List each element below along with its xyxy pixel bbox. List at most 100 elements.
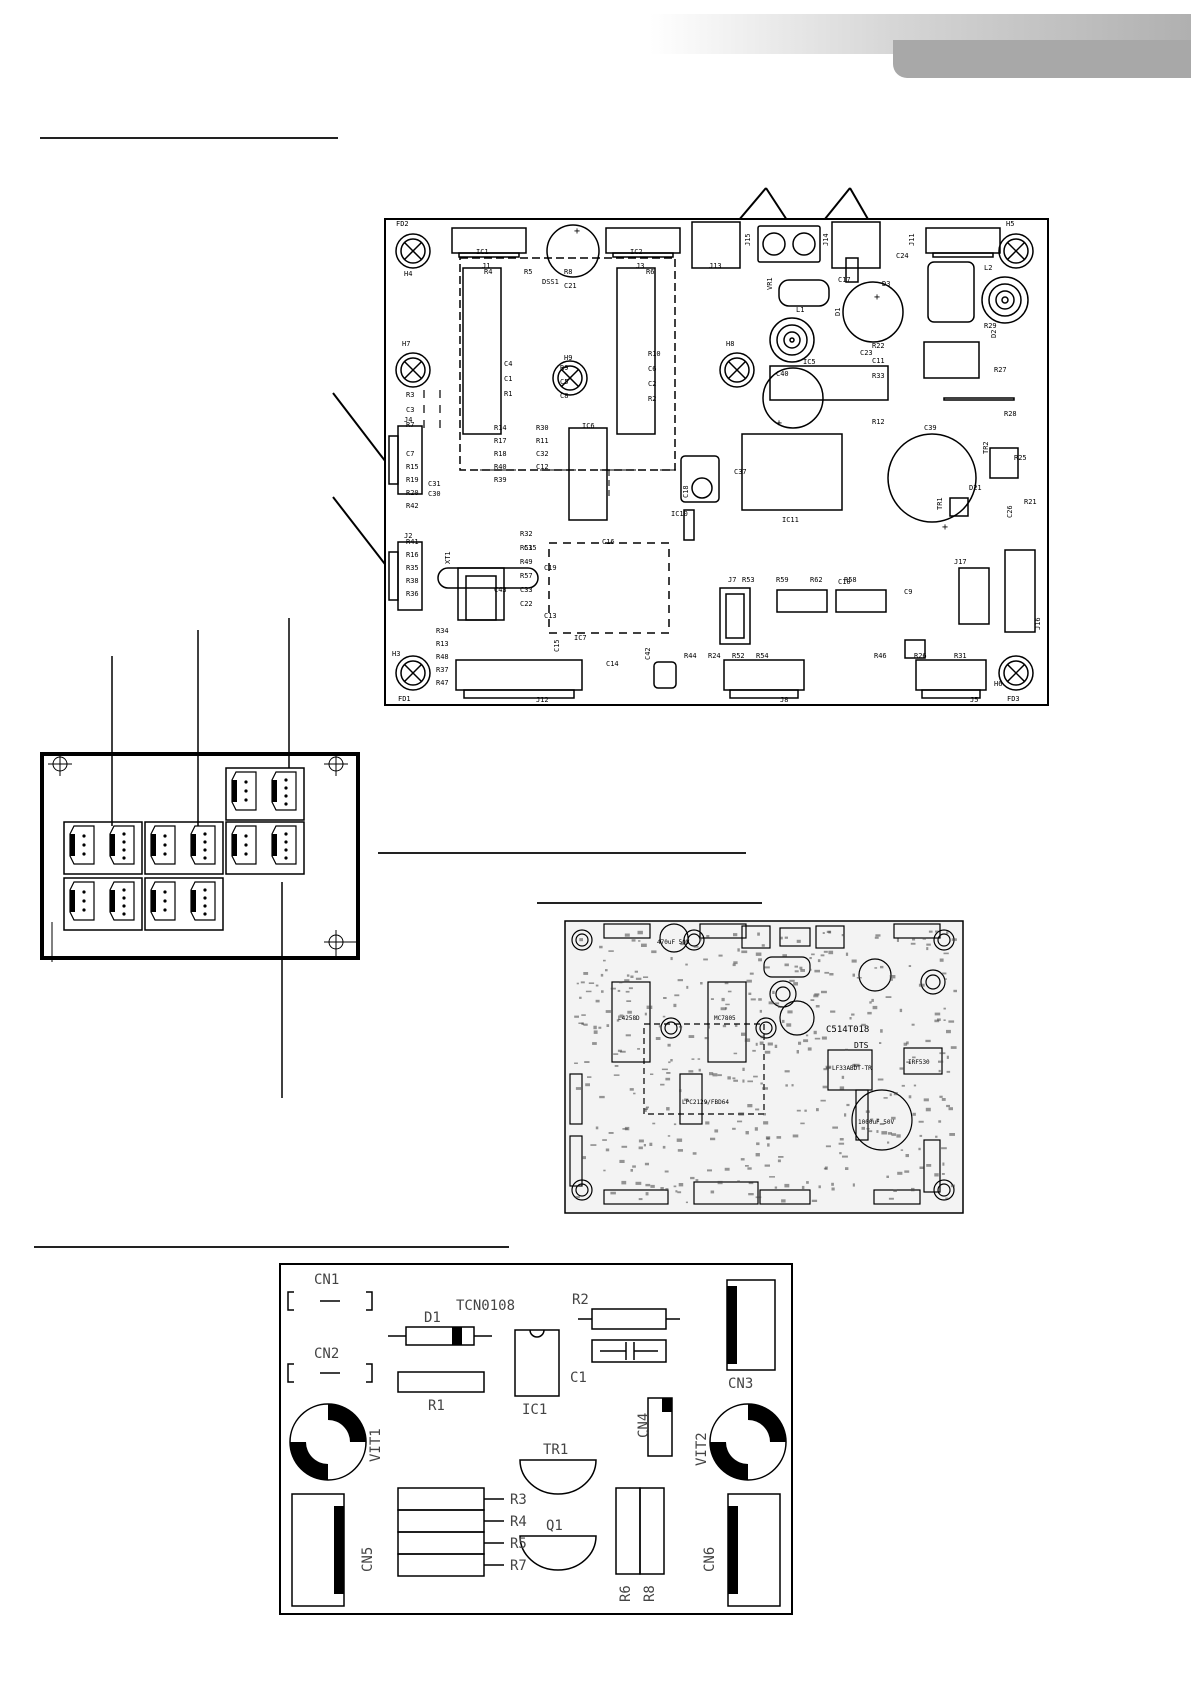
part-label: R47 [436, 679, 449, 687]
smd-pad [722, 1024, 727, 1028]
smd-pad [832, 1126, 838, 1129]
smd-pad [677, 1191, 682, 1194]
smd-pad [741, 1032, 746, 1036]
smd-pad [619, 1014, 624, 1018]
smd-pad [605, 1148, 610, 1152]
part-label: R31 [954, 652, 967, 660]
part-label: C12 [536, 463, 549, 471]
svg-text:+: + [574, 226, 580, 237]
smd-pad [946, 1070, 951, 1073]
part-label: R11 [536, 437, 549, 445]
svg-text:H5: H5 [1006, 220, 1014, 228]
smd-pad [941, 1147, 947, 1150]
smd-pad [946, 1104, 950, 1108]
smd-pad [951, 938, 957, 941]
smd-pad [941, 1098, 946, 1101]
smd-pad [852, 973, 855, 977]
smd-pad [748, 992, 752, 995]
smd-pad [935, 930, 939, 933]
smd-pad [747, 1104, 753, 1108]
smd-pad [782, 954, 787, 957]
svg-text:C23: C23 [860, 349, 873, 357]
smd-pad [755, 1108, 760, 1111]
svg-text:C40: C40 [776, 370, 789, 378]
smd-pad [732, 1077, 736, 1080]
part-label: R40 [494, 463, 507, 471]
part-label: R48 [436, 653, 449, 661]
smd-pad [628, 987, 633, 990]
smd-pad [630, 975, 634, 978]
smd-pad [638, 1198, 643, 1201]
smd-pad [624, 933, 630, 937]
smd-pad [813, 994, 819, 998]
svg-text:R3: R3 [510, 1492, 527, 1508]
svg-text:C37: C37 [734, 468, 747, 476]
svg-text:J15: J15 [744, 233, 752, 246]
smd-pad [946, 1055, 949, 1059]
smd-pad [645, 1183, 651, 1187]
smd-pad [675, 1190, 678, 1193]
smd-pad [668, 1061, 671, 1064]
smd-pad [740, 1158, 745, 1161]
smd-pad [748, 1193, 754, 1196]
smd-pad [767, 1143, 770, 1147]
part-label: R34 [436, 627, 449, 635]
svg-text:+: + [776, 418, 782, 429]
smd-pad [768, 1001, 775, 1005]
part-label: R18 [494, 450, 507, 458]
smd-pad [889, 975, 896, 979]
svg-text:VIT1: VIT1 [368, 1428, 384, 1462]
smd-pad [900, 1149, 904, 1151]
smd-pad [787, 1010, 793, 1014]
smd-pad [588, 982, 595, 984]
smd-pad [761, 944, 765, 947]
smd-pad [718, 954, 723, 957]
smd-pad [912, 938, 916, 941]
smd-pad [823, 1068, 829, 1071]
smd-pad [869, 1001, 872, 1004]
smd-pad [831, 1187, 835, 1191]
smd-pad [600, 973, 604, 977]
smd-pad [724, 982, 729, 985]
svg-text:IC7: IC7 [574, 634, 587, 642]
smd-pad [582, 1156, 586, 1160]
smd-pad [755, 1042, 758, 1046]
smd-pad [733, 933, 738, 937]
smd-pad [759, 1009, 762, 1013]
smd-pad [625, 990, 630, 993]
smd-pad [754, 1127, 758, 1131]
smd-pad [814, 993, 820, 996]
smd-pad [574, 1015, 579, 1018]
svg-text:C13: C13 [544, 612, 557, 620]
smd-pad [673, 1123, 677, 1126]
part-label: R39 [494, 476, 507, 484]
smd-pad [644, 1012, 647, 1016]
smd-pad [673, 1003, 677, 1008]
smd-pad [638, 1146, 643, 1150]
smd-pad [949, 1133, 955, 1136]
svg-text:CN6: CN6 [702, 1547, 718, 1572]
smd-pad [732, 963, 736, 967]
smd-pad [610, 1191, 616, 1195]
smd-pad [923, 1098, 929, 1102]
part-label: R54 [756, 652, 769, 660]
smd-pad [939, 1095, 943, 1098]
smd-pad [606, 1024, 610, 1027]
part-label: R28 [1004, 410, 1017, 418]
smd-pad [578, 1022, 584, 1024]
part-label: R51 [520, 544, 533, 552]
smd-pad [856, 977, 862, 979]
smd-pad [839, 1152, 842, 1155]
smd-pad [820, 1099, 826, 1102]
smd-pad [692, 1152, 697, 1155]
smd-pad [581, 1022, 584, 1025]
smd-pad [602, 1139, 607, 1141]
smd-pad [774, 1186, 778, 1189]
part-label: R10 [648, 350, 661, 358]
smd-pad [938, 1120, 942, 1123]
smd-pad [946, 1029, 951, 1034]
smd-pad [584, 1061, 590, 1063]
smd-pad [704, 1037, 709, 1040]
svg-text:R7: R7 [510, 1558, 527, 1574]
smd-pad [918, 1120, 924, 1123]
